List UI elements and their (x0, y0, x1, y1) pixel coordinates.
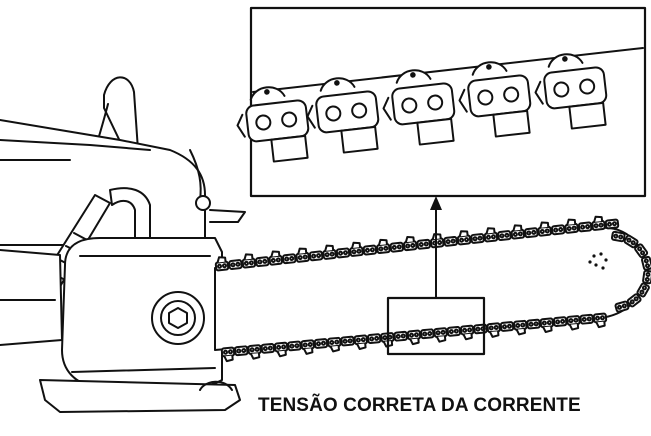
chain-link (551, 224, 566, 236)
chain-link (642, 269, 651, 285)
chain-link (241, 253, 257, 269)
chain-link (406, 329, 422, 346)
chain-link (349, 241, 364, 257)
chain-link (228, 259, 243, 270)
chain-link (604, 218, 620, 230)
chain-link (446, 326, 462, 337)
chain-link (420, 328, 435, 340)
chain-link (486, 322, 501, 338)
chain-link (362, 244, 378, 256)
chain-link (255, 256, 270, 268)
chain-link (614, 300, 630, 313)
chain-link (234, 345, 249, 357)
chain-link (634, 243, 649, 259)
pointer-arrowhead (430, 196, 442, 210)
chain-link (510, 224, 526, 240)
chain-link (313, 338, 329, 349)
chainsaw-body (0, 76, 246, 413)
chain-link (470, 233, 485, 244)
chain-link (552, 316, 568, 327)
brake-lever (209, 209, 246, 223)
bar-nose-rivets (588, 252, 608, 270)
chain-link (577, 221, 593, 233)
chain-link (389, 241, 405, 253)
chain-link (393, 330, 408, 342)
chain-link (524, 227, 539, 239)
chain-link (526, 318, 541, 330)
chain-link (579, 313, 594, 325)
chain-link (433, 327, 448, 343)
inset-chain-link (236, 86, 310, 163)
bar-nut (151, 291, 205, 345)
chain-link (268, 250, 283, 266)
chain-link (335, 247, 351, 259)
inset-chain-link (306, 77, 380, 154)
chain-link (353, 334, 369, 351)
chain-bottom (220, 312, 608, 363)
chain-link (376, 238, 391, 255)
chain-link (610, 230, 626, 243)
chain-link (308, 250, 324, 262)
chain-link (220, 346, 236, 363)
rear-housing (0, 119, 206, 246)
chain-link (273, 341, 289, 358)
chain-link (459, 324, 475, 341)
chain-link (592, 312, 608, 329)
chain-link (539, 317, 555, 334)
chain-link (443, 235, 458, 247)
chain-top (214, 215, 620, 272)
chain-link (456, 230, 472, 246)
chain-link (247, 344, 262, 360)
chain-link (403, 235, 418, 252)
chain-link (483, 227, 499, 243)
chain-link (499, 321, 515, 332)
chain-link (295, 247, 310, 263)
chain-link (626, 293, 642, 308)
chain-link (300, 339, 315, 355)
chain-link (340, 335, 355, 347)
chain-link (537, 221, 552, 237)
inset-chain-link (534, 53, 608, 130)
chain-link (623, 234, 639, 249)
chain-link (591, 215, 606, 231)
inset-chain-link (458, 61, 532, 138)
chain-detail-inset (236, 6, 647, 198)
chain-link (566, 315, 581, 331)
chain-link (636, 282, 650, 298)
caption-text: TENSÃO CORRETA DA CORRENTE (258, 395, 581, 416)
chain-link (322, 244, 337, 260)
chain-link (260, 343, 276, 354)
chain-link (214, 256, 230, 272)
chain-link (513, 319, 528, 336)
chain-link (497, 230, 512, 242)
chain-link (287, 340, 302, 352)
chain-link (282, 253, 297, 265)
chain-link (641, 255, 651, 271)
chain-link (366, 333, 382, 344)
chain-link (327, 336, 342, 353)
chain-link (564, 218, 579, 234)
chain-link (416, 238, 431, 250)
inset-chain-link (382, 69, 456, 146)
